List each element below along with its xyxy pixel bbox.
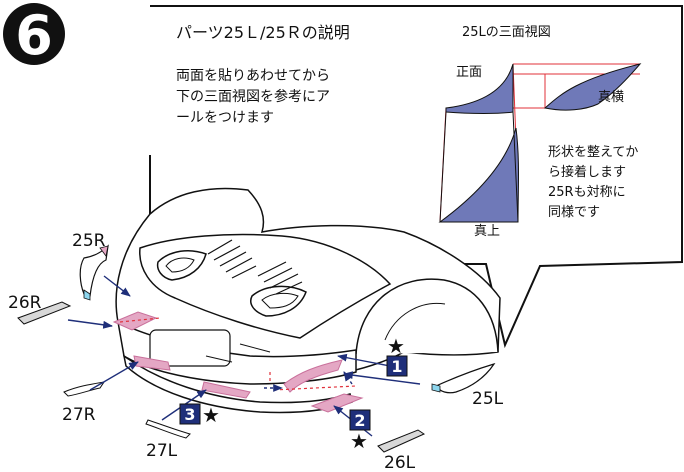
front-view-part <box>445 63 514 114</box>
part-27L-shape <box>145 419 191 439</box>
label-26R: 26R <box>8 293 42 313</box>
callout-title: パーツ25Ｌ/25Ｒの説明 <box>176 23 350 42</box>
part-25R-shape <box>79 244 109 301</box>
views-title: 25Lの三面視図 <box>462 25 551 40</box>
label-26L: 26L <box>384 453 416 472</box>
step-number: 6 <box>15 4 53 67</box>
note-line-1: 形状を整えてか <box>548 145 638 160</box>
view-front-label: 正面 <box>456 65 482 80</box>
label-25L: 25L <box>472 389 504 409</box>
marker-3-number: 3 <box>184 405 195 424</box>
star-3: ★ <box>202 403 220 427</box>
marker-2: 2 <box>349 409 371 431</box>
three-view-drawing <box>438 63 642 223</box>
label-25R: 25R <box>72 231 106 251</box>
instruction-line-2: 下の三面視図を参考にア <box>176 88 330 105</box>
step-badge: 6 <box>3 3 65 67</box>
star-1: ★ <box>387 334 405 358</box>
label-27L: 27L <box>146 441 178 461</box>
star-2: ★ <box>350 429 368 453</box>
view-top-label: 真上 <box>474 224 500 239</box>
instruction-line-1: 両面を貼りあわせてから <box>176 68 330 84</box>
side-view-part <box>543 63 642 111</box>
part-26R-shape <box>17 301 72 325</box>
marker-1-number: 1 <box>391 357 402 376</box>
part-27R-shape <box>63 381 106 397</box>
marker-1: 1 <box>386 355 408 377</box>
part-25L-shape <box>431 362 496 394</box>
note-line-2: ら接着します <box>548 164 626 180</box>
note-line-3: 25Rも対称に <box>548 185 626 200</box>
label-27R: 27R <box>62 405 96 425</box>
car-body <box>115 187 501 414</box>
top-view-part <box>438 127 519 223</box>
view-side-label: 真横 <box>598 90 624 105</box>
marker-2-number: 2 <box>354 411 365 430</box>
marker-3: 3 <box>179 403 201 425</box>
instruction-line-3: ールをつけます <box>176 110 274 126</box>
part-26L-shape <box>377 429 426 453</box>
note-line-4: 同様です <box>548 205 600 220</box>
